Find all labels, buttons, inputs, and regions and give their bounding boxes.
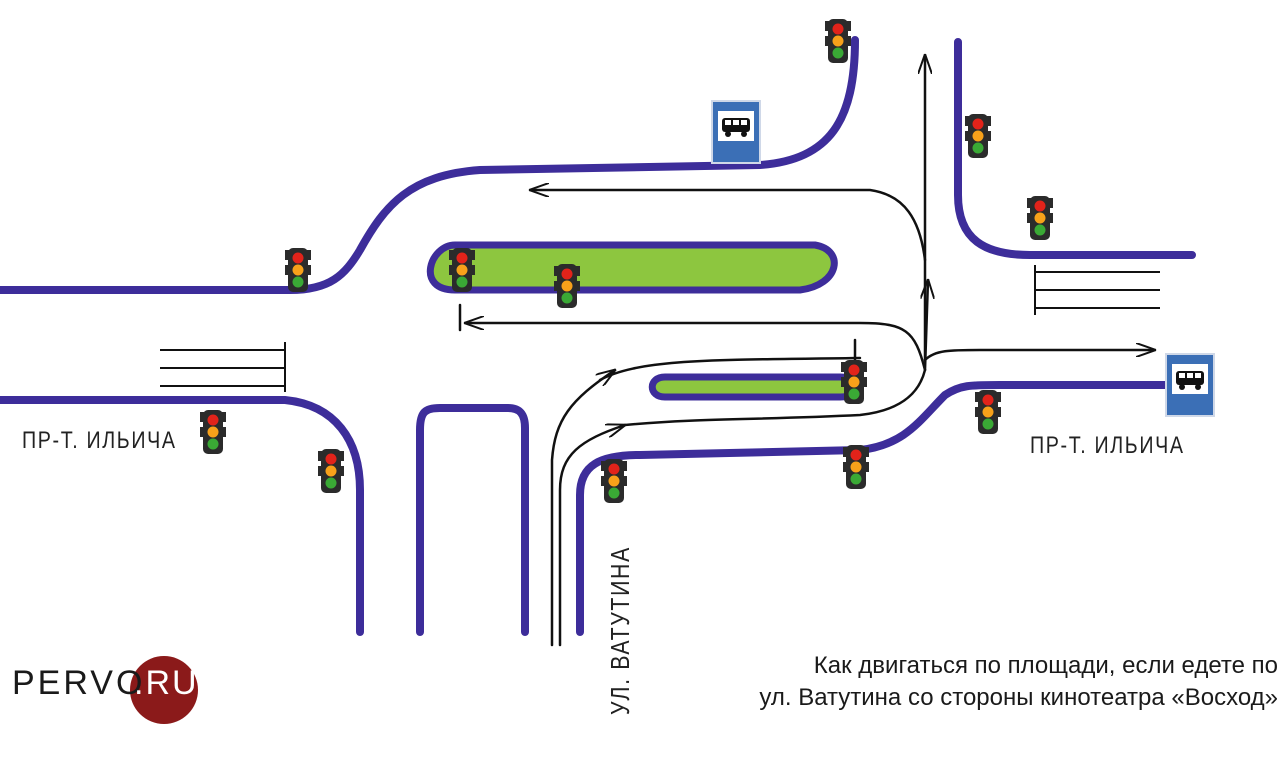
curb-bottom-left	[0, 396, 364, 636]
street-label-vatutina: УЛ. ВАТУТИНА	[605, 546, 635, 715]
traffic-light-icon	[449, 248, 475, 292]
curb-top-left	[0, 36, 859, 294]
traffic-light-icon	[318, 449, 344, 493]
bus-stop-sign-icon	[1165, 353, 1215, 417]
bus-stop-sign-icon	[711, 100, 761, 164]
logo-accent: .RU	[134, 664, 199, 702]
route-west-top	[528, 190, 927, 262]
traffic-light-icon	[965, 114, 991, 158]
traffic-light-icon	[200, 410, 226, 454]
crosswalk-left	[160, 342, 286, 392]
street-label-ilyicha-left: ПР-Т. ИЛЬИЧА	[22, 427, 177, 454]
route-loop	[463, 323, 927, 372]
traffic-light-icon	[601, 459, 627, 503]
route-east	[923, 350, 1157, 362]
crosswalk-right	[1034, 265, 1160, 315]
curb-top-right	[954, 38, 1196, 259]
median-large	[426, 241, 838, 294]
curb-vatutina-median	[416, 404, 529, 636]
traffic-light-icon	[554, 264, 580, 308]
logo-text: PERVO	[12, 664, 146, 702]
traffic-light-icon	[285, 248, 311, 292]
median-small	[648, 373, 860, 401]
logo-circle	[130, 656, 198, 724]
caption-line-2: ул. Ватутина со стороны кинотеатра «Восх…	[759, 684, 1278, 711]
caption: Как двигаться по площади, если едете по …	[759, 650, 1278, 714]
street-label-ilyicha-right: ПР-Т. ИЛЬИЧА	[1030, 432, 1185, 459]
caption-line-1: Как двигаться по площади, если едете по	[813, 652, 1278, 679]
traffic-light-icon	[841, 360, 867, 404]
traffic-light-icon	[843, 445, 869, 489]
traffic-light-icon	[825, 19, 851, 63]
curb-bottom-right	[576, 381, 1199, 636]
route-from-vatutina-right	[558, 425, 625, 647]
traffic-light-icon	[975, 390, 1001, 434]
traffic-light-icon	[1027, 196, 1053, 240]
